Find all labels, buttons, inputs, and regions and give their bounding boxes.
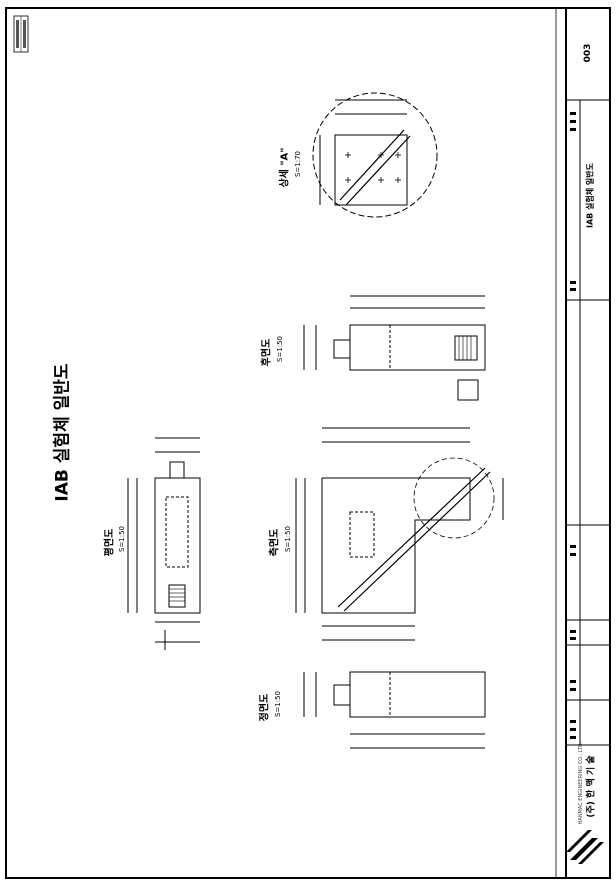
title-block-labels (570, 112, 576, 739)
company-name: (주) 한 맥 기 술 (586, 755, 597, 818)
company-name-en: HANMAC ENGINEERING CO., LTD. (578, 741, 584, 825)
rear-view-scale: S=1:50 (276, 335, 284, 363)
detail-a-scale: S=1:70 (294, 150, 302, 178)
side-view-label: 측면도 (269, 528, 281, 557)
rear-view (303, 295, 486, 401)
title-block (566, 99, 610, 746)
side-view-scale: S=1:50 (284, 525, 292, 553)
detail-a-view (312, 92, 438, 218)
side-view (295, 427, 504, 641)
drawing-name: IAB 실험체 일반도 (585, 163, 595, 228)
front-view (303, 671, 486, 749)
detail-a-label: 상세 "A" (279, 147, 291, 188)
plan-view (127, 437, 201, 650)
front-view-label: 정면도 (259, 693, 271, 722)
front-view-scale: S=1:50 (274, 690, 282, 718)
sheet-border (5, 7, 611, 879)
rear-view-label: 후면도 (261, 338, 273, 367)
drawing-number: 003 (583, 43, 593, 63)
plan-view-label: 평면도 (104, 528, 116, 557)
plan-view-scale: S=1:50 (118, 525, 126, 553)
drawing-title: IAB 실험체 일반도 (52, 363, 73, 502)
approval-stamp-box (13, 15, 29, 53)
company-logo-icon (566, 830, 604, 864)
